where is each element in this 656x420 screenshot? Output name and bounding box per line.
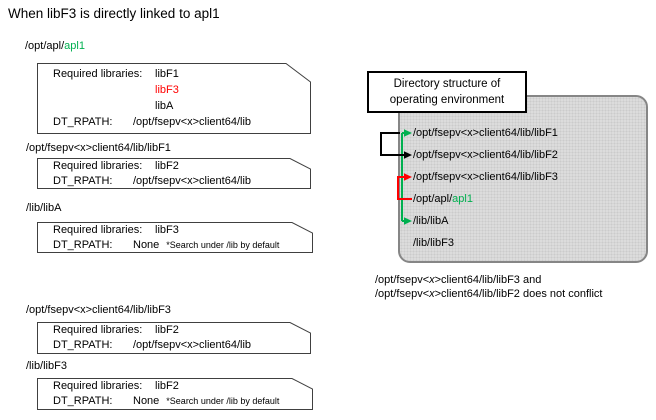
- dir-entry-liba: /lib/libA: [413, 215, 449, 227]
- dir-entry-libf2: /opt/fsepv<x>client64/lib/libF2: [413, 149, 558, 161]
- required-value: libF3: [155, 224, 179, 236]
- card-liba-body: Required libraries: libF3 DT_RPATH: None *S…: [37, 222, 313, 253]
- x-placeholder: x: [429, 274, 435, 286]
- dir-entry-apl1: /opt/apl/apl1: [413, 192, 473, 206]
- conflict-note-line2: /opt/fsepv<x>client64/lib/libF2 does not…: [375, 288, 603, 300]
- rpath-line: DT_RPATH: /opt/fsepv<x>client64/lib: [53, 114, 311, 130]
- dir-entry-libf3: /opt/fsepv<x>client64/lib/libF3: [413, 171, 558, 183]
- rpath-label: DT_RPATH:: [53, 339, 113, 351]
- dir-entry-libf1: /opt/fsepv<x>client64/lib/libF1: [413, 127, 558, 139]
- path-label-apl1: /opt/apl/apl1: [25, 40, 85, 52]
- rpath-value: /opt/fsepv<x>client64/lib: [133, 116, 252, 128]
- card-libf3-opt: Required libraries: libF2 DT_RPATH: /opt/f…: [37, 322, 311, 354]
- notched-box-shape: [37, 222, 313, 253]
- card-libf3-lib-body: Required libraries: libF2 DT_RPATH: None *S…: [37, 378, 313, 410]
- notched-box-shape: [37, 378, 313, 410]
- directory-structure-panel: [398, 95, 648, 263]
- path-label-apl1-name: apl1: [64, 40, 85, 52]
- dir-entry-apl1-prefix: /opt/apl/: [413, 193, 453, 205]
- notched-box-shape: [37, 63, 311, 134]
- path-label-libf1: /opt/fsepv<x>client64/lib/libF1: [26, 142, 171, 154]
- required-value: libF1: [155, 68, 179, 80]
- rpath-value: None: [133, 395, 160, 407]
- rpath-line: DT_RPATH: /opt/fsepv<x>client64/lib: [53, 174, 311, 189]
- rpath-line: DT_RPATH: None *Search under /lib by defau…: [53, 238, 313, 253]
- required-label: Required libraries:: [53, 380, 143, 392]
- path-label-libf3-lib: /lib/libF3: [26, 360, 67, 372]
- required-label: Required libraries:: [53, 324, 143, 336]
- required-line: Required libraries: libF3: [53, 223, 313, 238]
- required-line: Required libraries: libF2: [53, 159, 311, 174]
- callout-line1: Directory structure of: [393, 78, 501, 90]
- rpath-line: DT_RPATH: /opt/fsepv<x>client64/lib: [53, 338, 311, 353]
- required-line: Required libraries: libF2: [53, 323, 311, 338]
- required-value-libf3: libF3: [155, 84, 179, 96]
- rpath-default-note: *Search under /lib by default: [166, 240, 280, 250]
- path-label-liba: /lib/libA: [26, 202, 62, 214]
- directory-structure-callout: Directory structure of operating environ…: [367, 71, 527, 113]
- rpath-value: None: [133, 239, 160, 251]
- dir-entry-apl1-name: apl1: [452, 193, 473, 205]
- diagram-title: When libF3 is directly linked to apl1: [8, 6, 220, 21]
- rpath-label: DT_RPATH:: [53, 116, 113, 128]
- rpath-label: DT_RPATH:: [53, 395, 113, 407]
- required-value-liba: libA: [155, 100, 174, 112]
- card-libf3-opt-body: Required libraries: libF2 DT_RPATH: /opt/f…: [37, 322, 311, 354]
- card-liba: Required libraries: libF3 DT_RPATH: None *S…: [37, 222, 313, 253]
- required-line: libF3: [155, 82, 311, 98]
- card-apl1-body: Required libraries: libF1 libF3 libA DT_R…: [37, 63, 311, 134]
- card-apl1: Required libraries: libF1 libF3 libA DT_R…: [37, 63, 311, 134]
- rpath-value: /opt/fsepv<x>client64/lib: [133, 175, 252, 187]
- required-label: Required libraries:: [53, 160, 143, 172]
- card-libf1-body: Required libraries: libF2 DT_RPATH: /opt/f…: [37, 158, 311, 189]
- required-line: Required libraries: libF2: [53, 379, 313, 394]
- required-label: Required libraries:: [53, 224, 143, 236]
- required-value: libF2: [155, 324, 179, 336]
- rpath-label: DT_RPATH:: [53, 239, 113, 251]
- dir-entry-libf3-lib: /lib/libF3: [413, 237, 454, 249]
- conflict-note-line1: /opt/fsepv<x>client64/lib/libF3 and: [375, 274, 542, 286]
- x-placeholder: x: [429, 288, 435, 300]
- card-libf1: Required libraries: libF2 DT_RPATH: /opt/f…: [37, 158, 311, 189]
- notched-box-shape: [37, 322, 311, 354]
- required-line: libA: [155, 98, 311, 114]
- rpath-label: DT_RPATH:: [53, 175, 113, 187]
- path-label-libf3-opt: /opt/fsepv<x>client64/lib/libF3: [26, 304, 171, 316]
- callout-line2: operating environment: [389, 94, 505, 106]
- notched-box-shape: [37, 158, 311, 189]
- card-libf3-lib: Required libraries: libF2 DT_RPATH: None *S…: [37, 378, 313, 410]
- path-label-apl1-prefix: /opt/apl/: [25, 40, 65, 52]
- required-line: Required libraries: libF1: [53, 66, 311, 82]
- required-value: libF2: [155, 380, 179, 392]
- rpath-line: DT_RPATH: None *Search under /lib by defau…: [53, 394, 313, 409]
- required-value: libF2: [155, 160, 179, 172]
- conflict-note: /opt/fsepv<x>client64/lib/libF3 and /opt…: [375, 273, 602, 301]
- rpath-value: /opt/fsepv<x>client64/lib: [133, 339, 252, 351]
- rpath-default-note: *Search under /lib by default: [166, 396, 280, 406]
- required-label: Required libraries:: [53, 68, 143, 80]
